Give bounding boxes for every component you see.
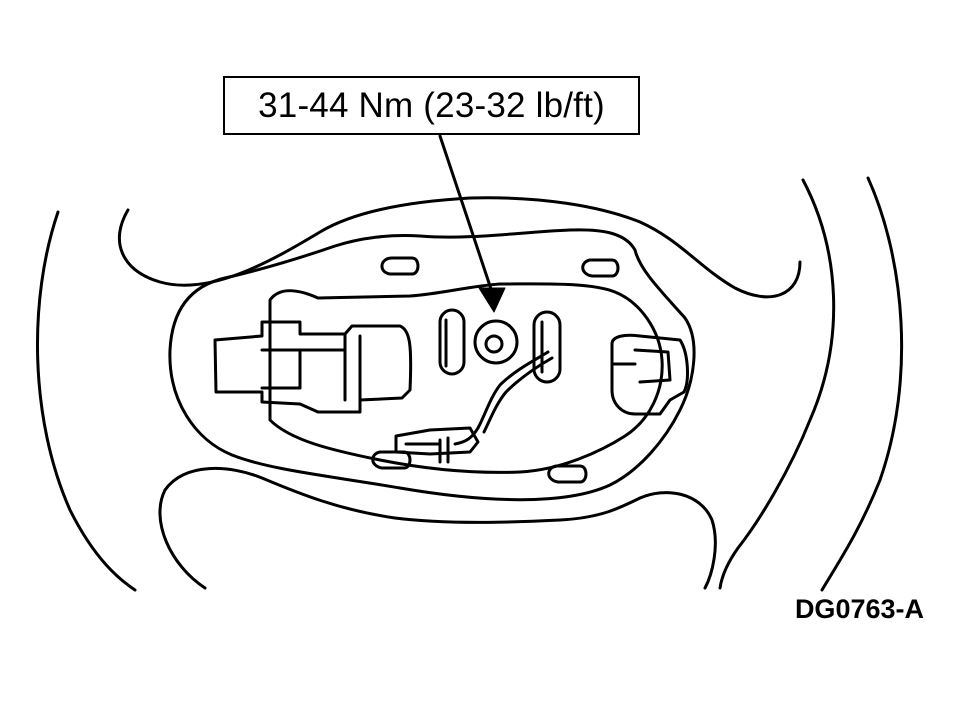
lower-right-tab xyxy=(547,464,588,484)
wheel-rim-right-inner xyxy=(718,178,836,590)
callout-arrowhead xyxy=(478,287,506,313)
callout-leader-line xyxy=(438,134,494,294)
torque-spec-label: 31-44 Nm (23-32 lb/ft) xyxy=(258,85,605,125)
wheel-rim-left-outer xyxy=(35,210,137,592)
right-slot xyxy=(532,310,562,384)
left-mount-face xyxy=(298,332,362,402)
right-mount-block xyxy=(610,333,689,416)
torque-callout-box: 31-44 Nm (23-32 lb/ft) xyxy=(223,76,640,135)
connector-body xyxy=(394,426,480,456)
figure-id-label: DG0763-A xyxy=(794,594,924,624)
left-mount-block xyxy=(213,320,413,414)
left-slot xyxy=(438,308,466,376)
hub-body xyxy=(168,228,696,502)
upper-right-tab xyxy=(581,258,620,278)
wire-harness-second xyxy=(482,356,554,434)
wheel-rim-right-outer xyxy=(820,176,904,592)
connector-lead xyxy=(404,436,450,464)
retaining-bolt-head xyxy=(484,334,504,354)
upper-spoke-outline xyxy=(118,196,802,299)
retaining-bolt xyxy=(473,319,519,365)
right-mount-detail xyxy=(610,348,672,384)
wire-harness xyxy=(453,350,550,446)
hub-inner-plate xyxy=(268,282,664,474)
lower-spoke-outline xyxy=(158,466,717,590)
upper-left-tab xyxy=(380,256,420,276)
left-mount-slot xyxy=(260,348,302,390)
